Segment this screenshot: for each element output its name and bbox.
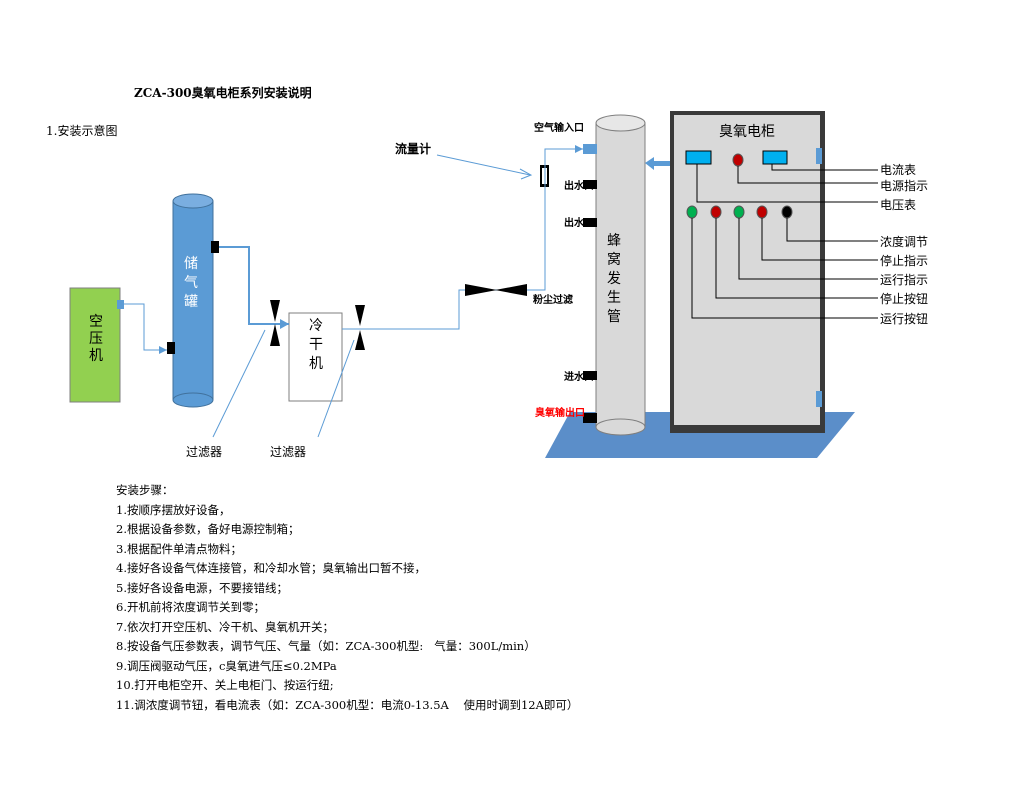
step-item: 4.接好各设备气体连接管，和冷却水管；臭氧输出口暂不接，	[116, 561, 426, 575]
water-out-port-1	[583, 180, 597, 189]
run-button[interactable]	[686, 205, 698, 219]
label-concentration: 浓度调节	[880, 234, 928, 249]
tube-bottom	[595, 418, 646, 436]
ammeter	[685, 150, 712, 165]
tube-label: 蜂窝发生管	[607, 233, 621, 325]
step-item: 10.打开电柜空开、关上电柜门、按运行纽;	[116, 678, 334, 692]
label-stop-button: 停止按钮	[880, 291, 928, 306]
air-inlet-port	[583, 144, 597, 154]
step-item: 2.根据设备参数，备好电源控制箱；	[116, 522, 300, 536]
step-item: 9.调压阀驱动气压，c臭氧进气压≤0.2MPa	[116, 658, 337, 673]
filter-valve-right-bottom	[355, 330, 365, 350]
filter-valve-right-top	[355, 305, 365, 326]
leader-lines	[691, 164, 878, 319]
label-dust-filter: 粉尘过滤	[533, 293, 573, 306]
step-item: 8.按设备气压参数表，调节气压、气量（如：ZCA-300机型: 气量：300L/…	[116, 639, 536, 653]
installation-steps: 安装步骤： 1.按顺序摆放好设备， 2.根据设备参数，备好电源控制箱； 3.根据配件…	[116, 481, 578, 715]
step-item: 3.根据配件单清点物料；	[116, 541, 242, 556]
label-run-indicator: 运行指示	[880, 272, 928, 287]
label-power-indicator: 电源指示	[880, 178, 928, 193]
dust-filter-valve-left	[465, 284, 497, 296]
dust-filter-valve-right	[495, 284, 527, 296]
run-indicator-light	[733, 205, 745, 219]
refrigerated-dryer	[288, 312, 343, 402]
label-flowmeter: 流量计	[395, 141, 431, 156]
label-run-button: 运行按钮	[880, 311, 928, 326]
page-title: ZCA-300臭氧电柜系列安装说明	[134, 86, 312, 100]
compressor-label: 空压机	[89, 314, 103, 364]
section-heading: 1.安装示意图	[46, 124, 118, 138]
step-item: 6.开机前将浓度调节关到零；	[116, 600, 265, 614]
step-item: 1.按顺序摆放好设备，	[116, 502, 231, 517]
step-item: 11.调浓度调节钮，看电流表（如：ZCA-300机型：电流0-13.5A 使用时…	[116, 697, 579, 712]
power-indicator-light	[732, 153, 744, 167]
storage-tank	[172, 200, 214, 401]
label-water-out-2: 出水口	[564, 216, 594, 229]
filter-pointers	[212, 329, 355, 438]
ozone-cabinet	[674, 115, 820, 425]
water-out-port-2	[583, 218, 597, 227]
concentration-knob[interactable]	[781, 205, 793, 219]
steps-list: 1.按顺序摆放好设备， 2.根据设备参数，备好电源控制箱； 3.根据配件单清点物料；…	[116, 501, 578, 716]
flowmeter-pointer	[436, 154, 533, 180]
step-item: 5.接好各设备电源，不要接错线；	[116, 580, 288, 595]
ozone-out-port	[583, 413, 597, 423]
label-stop-indicator: 停止指示	[880, 253, 928, 268]
stop-indicator-light	[756, 205, 768, 219]
tank-inlet-port	[167, 342, 175, 354]
tube-top	[595, 114, 646, 132]
label-ammeter: 电流表	[880, 163, 916, 177]
label-voltmeter: 电压表	[880, 198, 916, 212]
connection-arrow	[645, 157, 670, 170]
label-water-out-1: 出水口	[564, 179, 594, 192]
dryer-label: 冷干机	[309, 318, 323, 372]
water-in-port	[583, 371, 597, 380]
voltmeter	[762, 150, 788, 165]
cabinet-hinge-bottom	[816, 391, 822, 407]
label-water-in: 进水口	[564, 370, 594, 383]
label-filter-right: 过滤器	[270, 445, 306, 459]
cabinet-hinge-top	[816, 148, 822, 164]
label-filter-left: 过滤器	[186, 445, 222, 459]
tank-label: 储气罐	[184, 256, 198, 310]
cabinet-label: 臭氧电柜	[719, 124, 775, 140]
tank-outlet-port	[211, 241, 219, 253]
filter-valve-left-bottom	[270, 324, 280, 346]
air-compressor	[69, 287, 121, 403]
honeycomb-tube	[595, 122, 646, 428]
compressor-port	[117, 300, 124, 309]
steps-heading: 安装步骤：	[116, 483, 174, 497]
stop-button[interactable]	[710, 205, 722, 219]
step-item: 7.依次打开空压机、冷干机、臭氧机开关；	[116, 619, 334, 634]
filter-valve-left-top	[270, 300, 280, 322]
label-air-inlet: 空气输入口	[534, 121, 584, 134]
label-ozone-out: 臭氧输出口	[535, 406, 585, 419]
